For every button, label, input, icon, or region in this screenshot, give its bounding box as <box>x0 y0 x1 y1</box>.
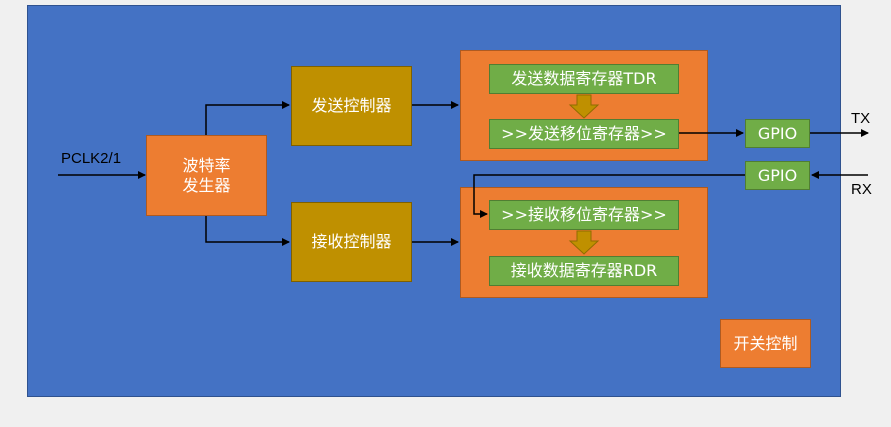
rx-controller-block: 接收控制器 <box>291 202 412 282</box>
gpio-to-rx-shift-wire <box>473 174 745 218</box>
tx-shift-register: >>发送移位寄存器>> <box>489 119 679 149</box>
tx-controller-block: 发送控制器 <box>291 66 412 146</box>
gpio-tx-block: GPIO <box>745 119 810 148</box>
shift-to-rdr-arrow <box>568 230 600 255</box>
gpio-rx-block: GPIO <box>745 161 810 190</box>
pclk-input-label: PCLK2/1 <box>61 150 122 167</box>
baud-to-rx-wire <box>205 216 290 246</box>
baud-rate-generator-block: 波特率 发生器 <box>146 135 267 216</box>
baud-to-tx-wire <box>205 101 290 135</box>
tdr-register: 发送数据寄存器TDR <box>489 64 679 94</box>
switch-control-block: 开关控制 <box>720 319 811 368</box>
rdr-register: 接收数据寄存器RDR <box>489 256 679 286</box>
rx-input-label: RX <box>851 181 872 198</box>
rx-shift-register: >>接收移位寄存器>> <box>489 200 679 230</box>
tx-output-label: TX <box>851 110 871 127</box>
tdr-to-shift-arrow <box>568 94 600 119</box>
